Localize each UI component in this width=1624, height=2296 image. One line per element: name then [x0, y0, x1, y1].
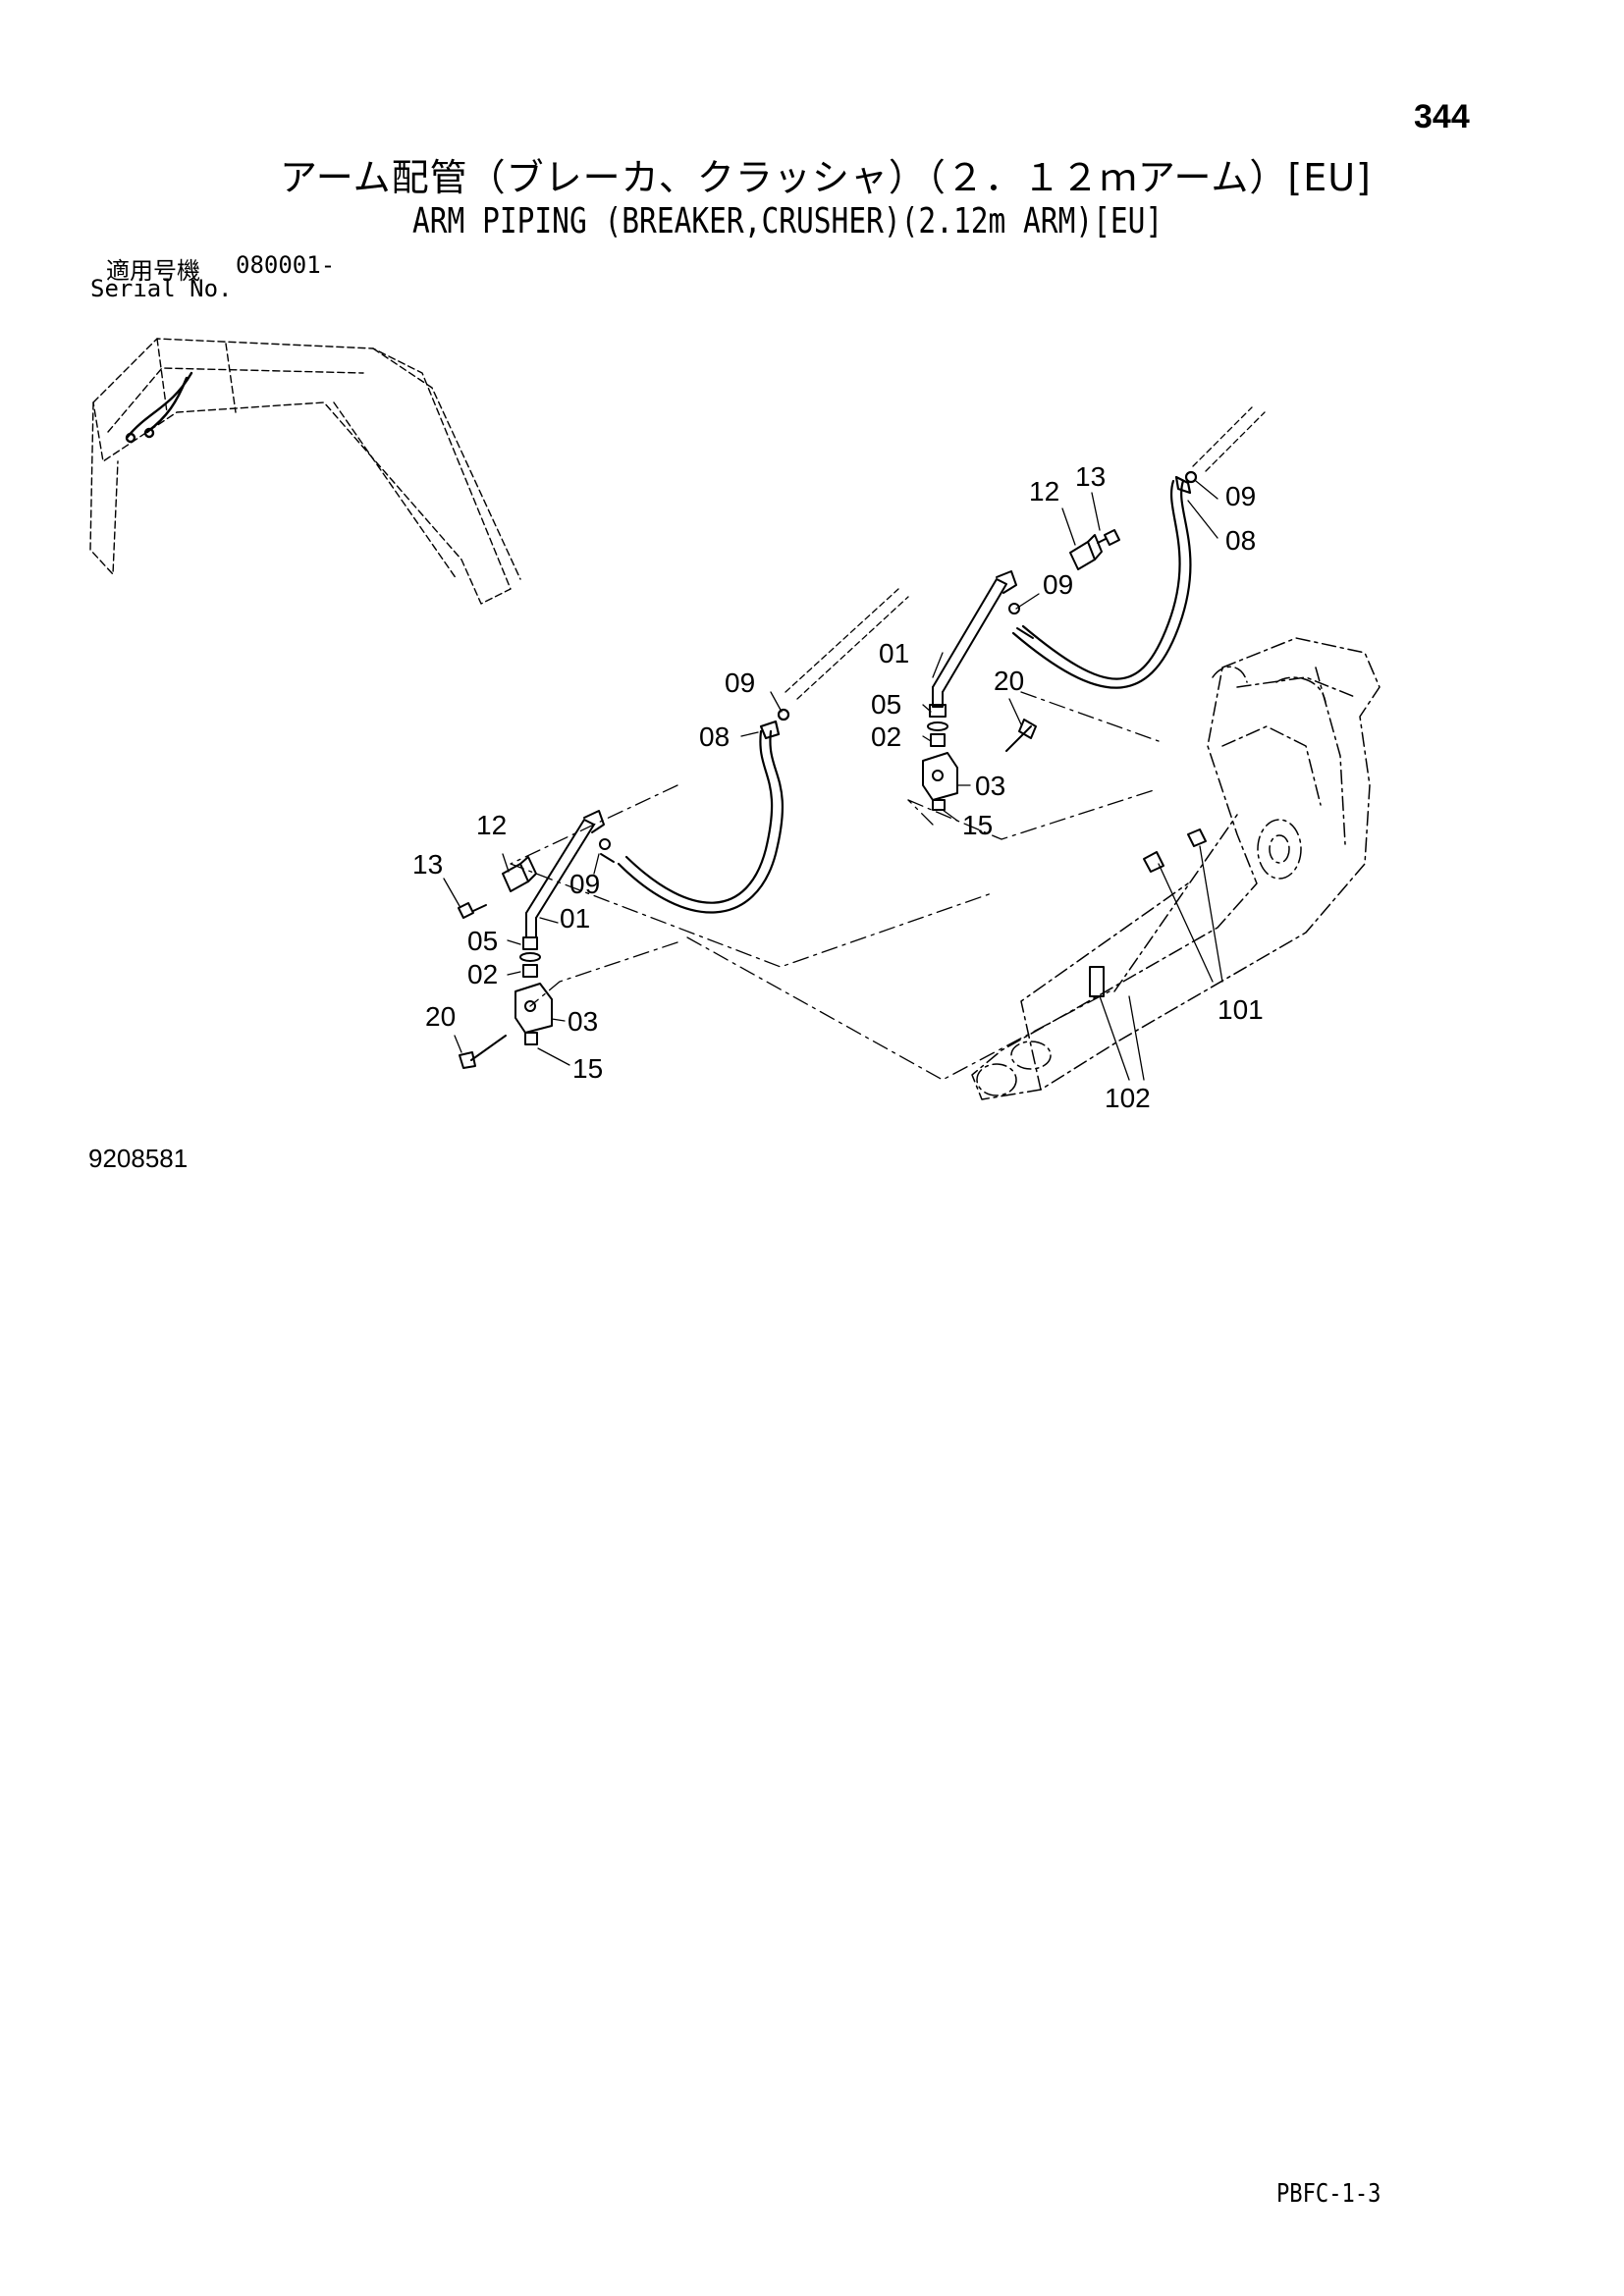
- label-05-right: 05: [871, 689, 901, 720]
- clamp-12-right: [1069, 534, 1103, 570]
- assembly-leader-lines: [510, 691, 1160, 1081]
- part-labels: 12 13 09 08 09 01 20 05 02 03 15 09 08 1…: [412, 461, 1264, 1113]
- page-code: PBFC-1-3: [1276, 2179, 1381, 2209]
- pipe-01-right: [932, 570, 1034, 708]
- clips-102: [1089, 966, 1105, 997]
- clips-101: [1143, 828, 1207, 873]
- drawing-number: 9208581: [88, 1144, 189, 1173]
- label-12-right: 12: [1029, 476, 1059, 507]
- title-english: ARM PIPING (BREAKER,CRUSHER)(2.12m ARM)[…: [412, 201, 1164, 241]
- label-01-right: 01: [879, 638, 909, 668]
- serial-value: 080001-: [236, 251, 336, 279]
- label-12-left: 12: [476, 810, 507, 840]
- label-20-right: 20: [994, 666, 1024, 696]
- label-09-left-top: 09: [725, 667, 755, 698]
- label-08-left: 08: [699, 721, 730, 752]
- fittings-left: [459, 936, 553, 1069]
- hose-08-right: [1011, 470, 1198, 689]
- hose-08-left: [617, 708, 790, 914]
- label-102: 102: [1105, 1083, 1151, 1113]
- label-09-left-mid: 09: [569, 869, 600, 899]
- label-15-right: 15: [962, 810, 993, 840]
- label-05-left: 05: [467, 926, 498, 956]
- bolt-13-left: [458, 902, 487, 919]
- label-03-right: 03: [975, 771, 1005, 801]
- serial-label-japanese: 適用号機: [106, 257, 200, 285]
- existing-pipe-ghosts: [785, 406, 1266, 700]
- label-20-left: 20: [425, 1001, 456, 1032]
- label-09-right-mid: 09: [1043, 569, 1073, 600]
- label-101: 101: [1218, 994, 1264, 1025]
- serial-label-english: Serial No.: [90, 275, 233, 302]
- label-09-right-top: 09: [1225, 481, 1256, 511]
- clamp-12-left: [502, 856, 537, 892]
- label-02-left: 02: [467, 959, 498, 989]
- label-01-left: 01: [560, 903, 590, 934]
- label-leaders: [443, 480, 1223, 1081]
- label-13-left: 13: [412, 849, 443, 880]
- arm-thumbnail: [89, 338, 521, 605]
- page-number: 344: [1414, 98, 1470, 135]
- title-japanese: アーム配管（ブレーカ、クラッシャ）（２．１２ｍアーム）[EU]: [280, 156, 1372, 199]
- label-02-right: 02: [871, 721, 901, 752]
- label-15-left: 15: [572, 1053, 603, 1084]
- bolt-13-right: [1097, 529, 1120, 546]
- label-08-right: 08: [1225, 525, 1256, 556]
- label-03-left: 03: [568, 1006, 598, 1037]
- label-13-right: 13: [1075, 461, 1106, 492]
- arm-thumbnail-hoses: [125, 371, 193, 444]
- arm-body: [971, 637, 1380, 1100]
